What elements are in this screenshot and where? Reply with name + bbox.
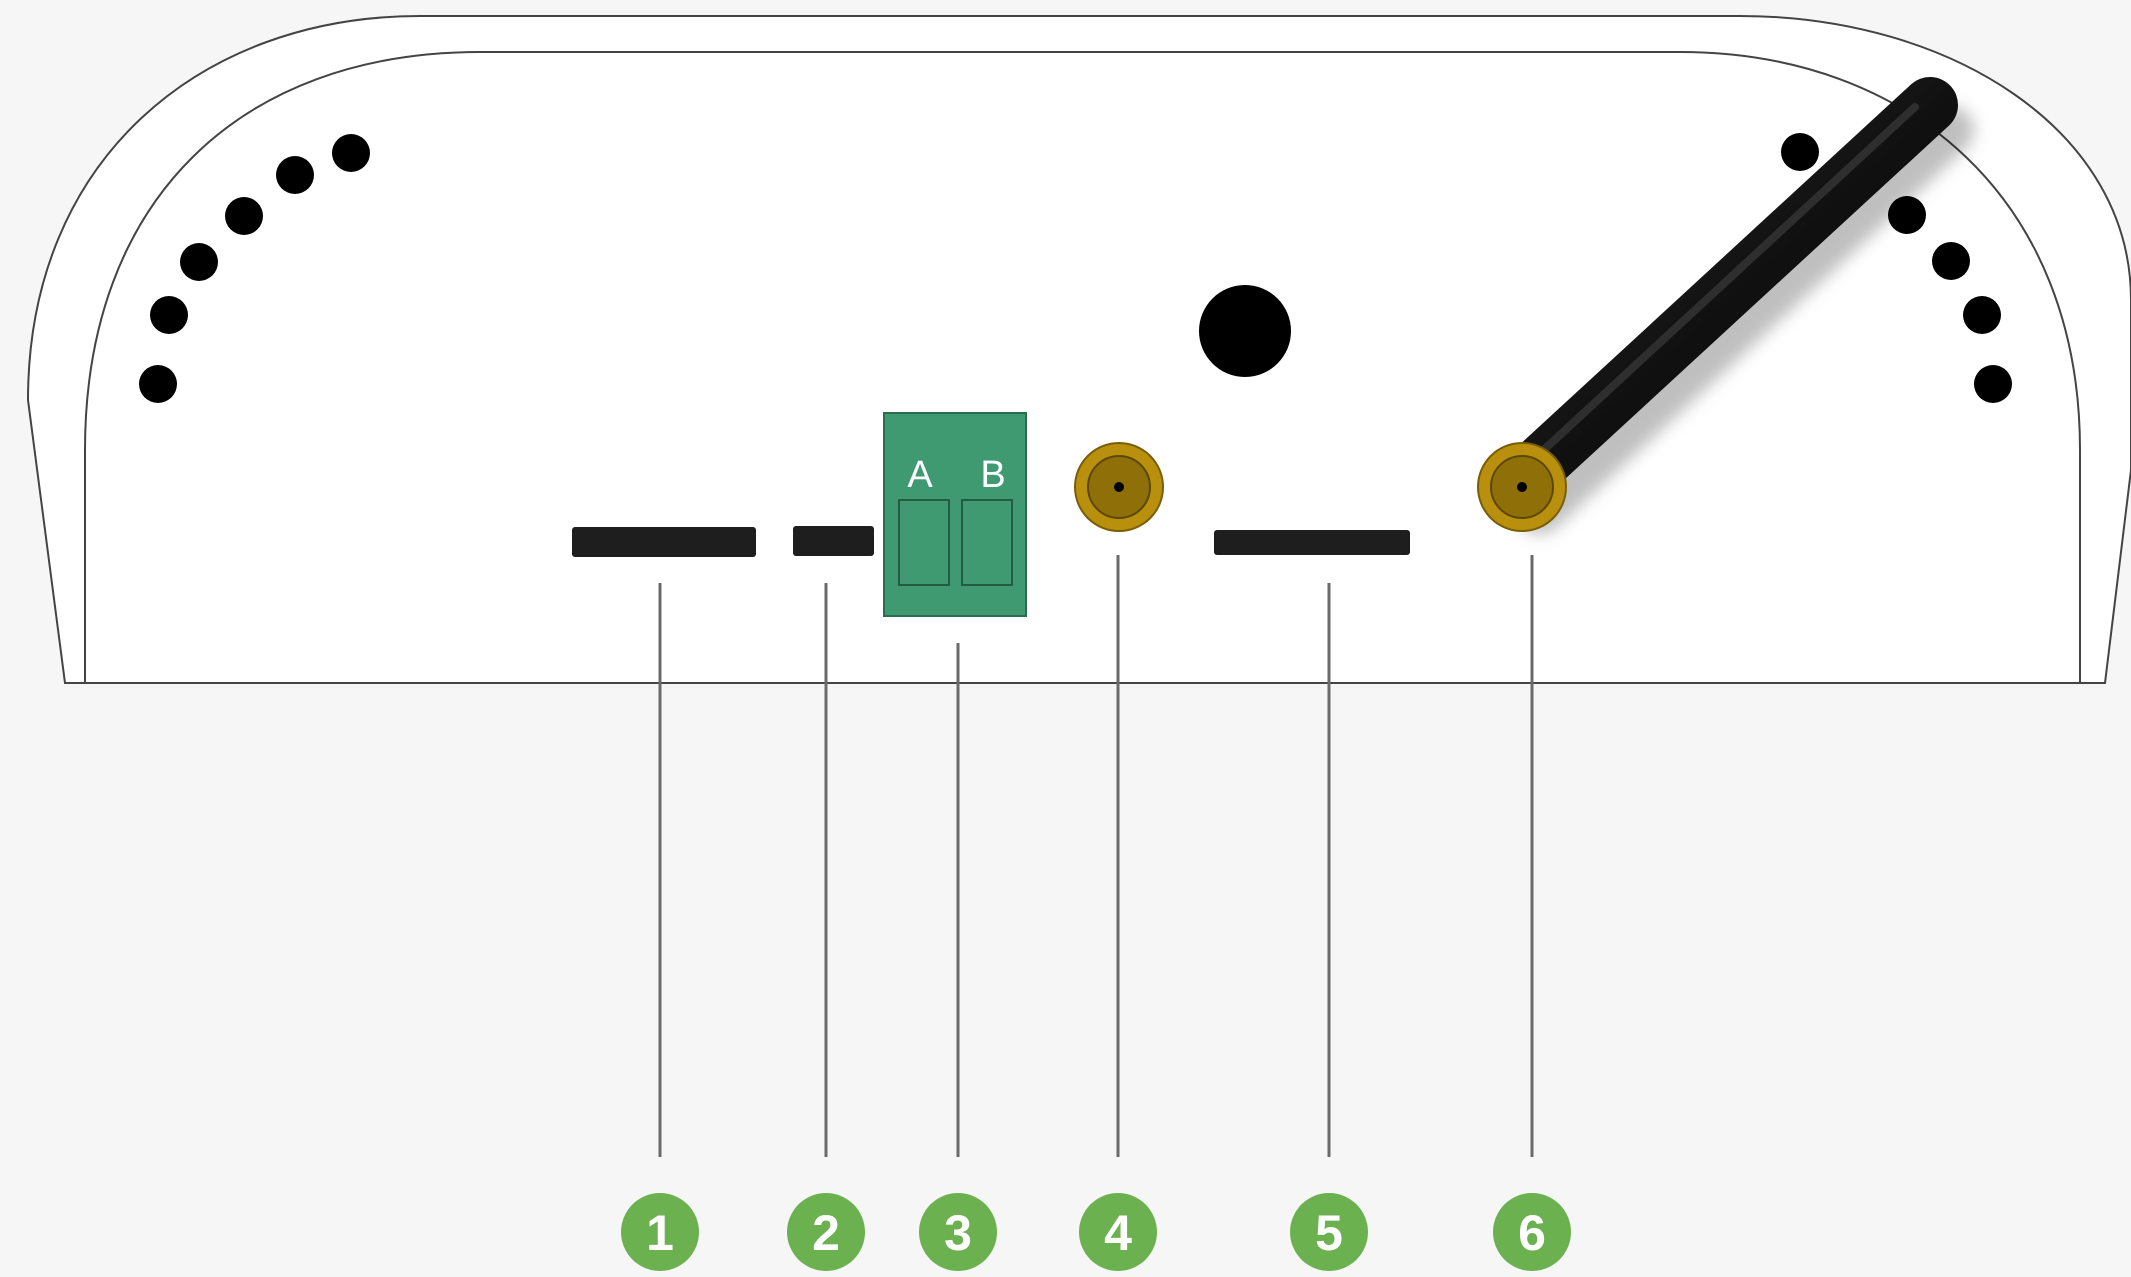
led-dot-icon: [1781, 133, 1819, 171]
callout-number: 2: [812, 1205, 840, 1261]
callout-badge-6: 6: [1493, 1193, 1571, 1271]
led-dot-icon: [180, 243, 218, 281]
small-slot: [793, 526, 874, 556]
callout-badge-3: 3: [919, 1193, 997, 1271]
wide-slot: [572, 527, 756, 557]
terminal-screw-b[interactable]: [961, 499, 1013, 586]
led-dot-icon: [150, 296, 188, 334]
housing-inner: [84, 51, 2081, 683]
slot: [1214, 530, 1410, 555]
callout-number: 3: [944, 1205, 972, 1261]
callout-number: 6: [1518, 1205, 1546, 1261]
leader-lines: [658, 555, 1534, 1157]
housing-outer: [26, 15, 2131, 684]
led-dot-icon: [276, 156, 314, 194]
led-dot-icon: [332, 134, 370, 172]
sma-connector-icon: [1074, 442, 1164, 532]
led-dot-icon: [139, 365, 177, 403]
terminal-label-a: A: [907, 454, 933, 496]
led-dot-icon: [1932, 242, 1970, 280]
callout-number: 5: [1315, 1205, 1343, 1261]
terminal-screw-a[interactable]: [898, 499, 950, 586]
callout-badge-1: 1: [621, 1193, 699, 1271]
callout-number: 1: [646, 1205, 674, 1261]
callout-number: 4: [1104, 1205, 1132, 1261]
terminal-block: A B: [883, 412, 1027, 617]
mounting-hole: [1199, 285, 1291, 377]
antenna-connector: [1477, 442, 1567, 532]
led-dots-right: [1781, 133, 2012, 403]
terminal-label-b: B: [980, 454, 1005, 496]
callout-badge-4: 4: [1079, 1193, 1157, 1271]
antenna-icon: [1487, 77, 1974, 534]
led-dot-icon: [1974, 365, 2012, 403]
led-dots-left: [139, 134, 370, 403]
callout-badge-2: 2: [787, 1193, 865, 1271]
led-dot-icon: [1963, 296, 2001, 334]
callout-badge-5: 5: [1290, 1193, 1368, 1271]
led-dot-icon: [225, 197, 263, 235]
